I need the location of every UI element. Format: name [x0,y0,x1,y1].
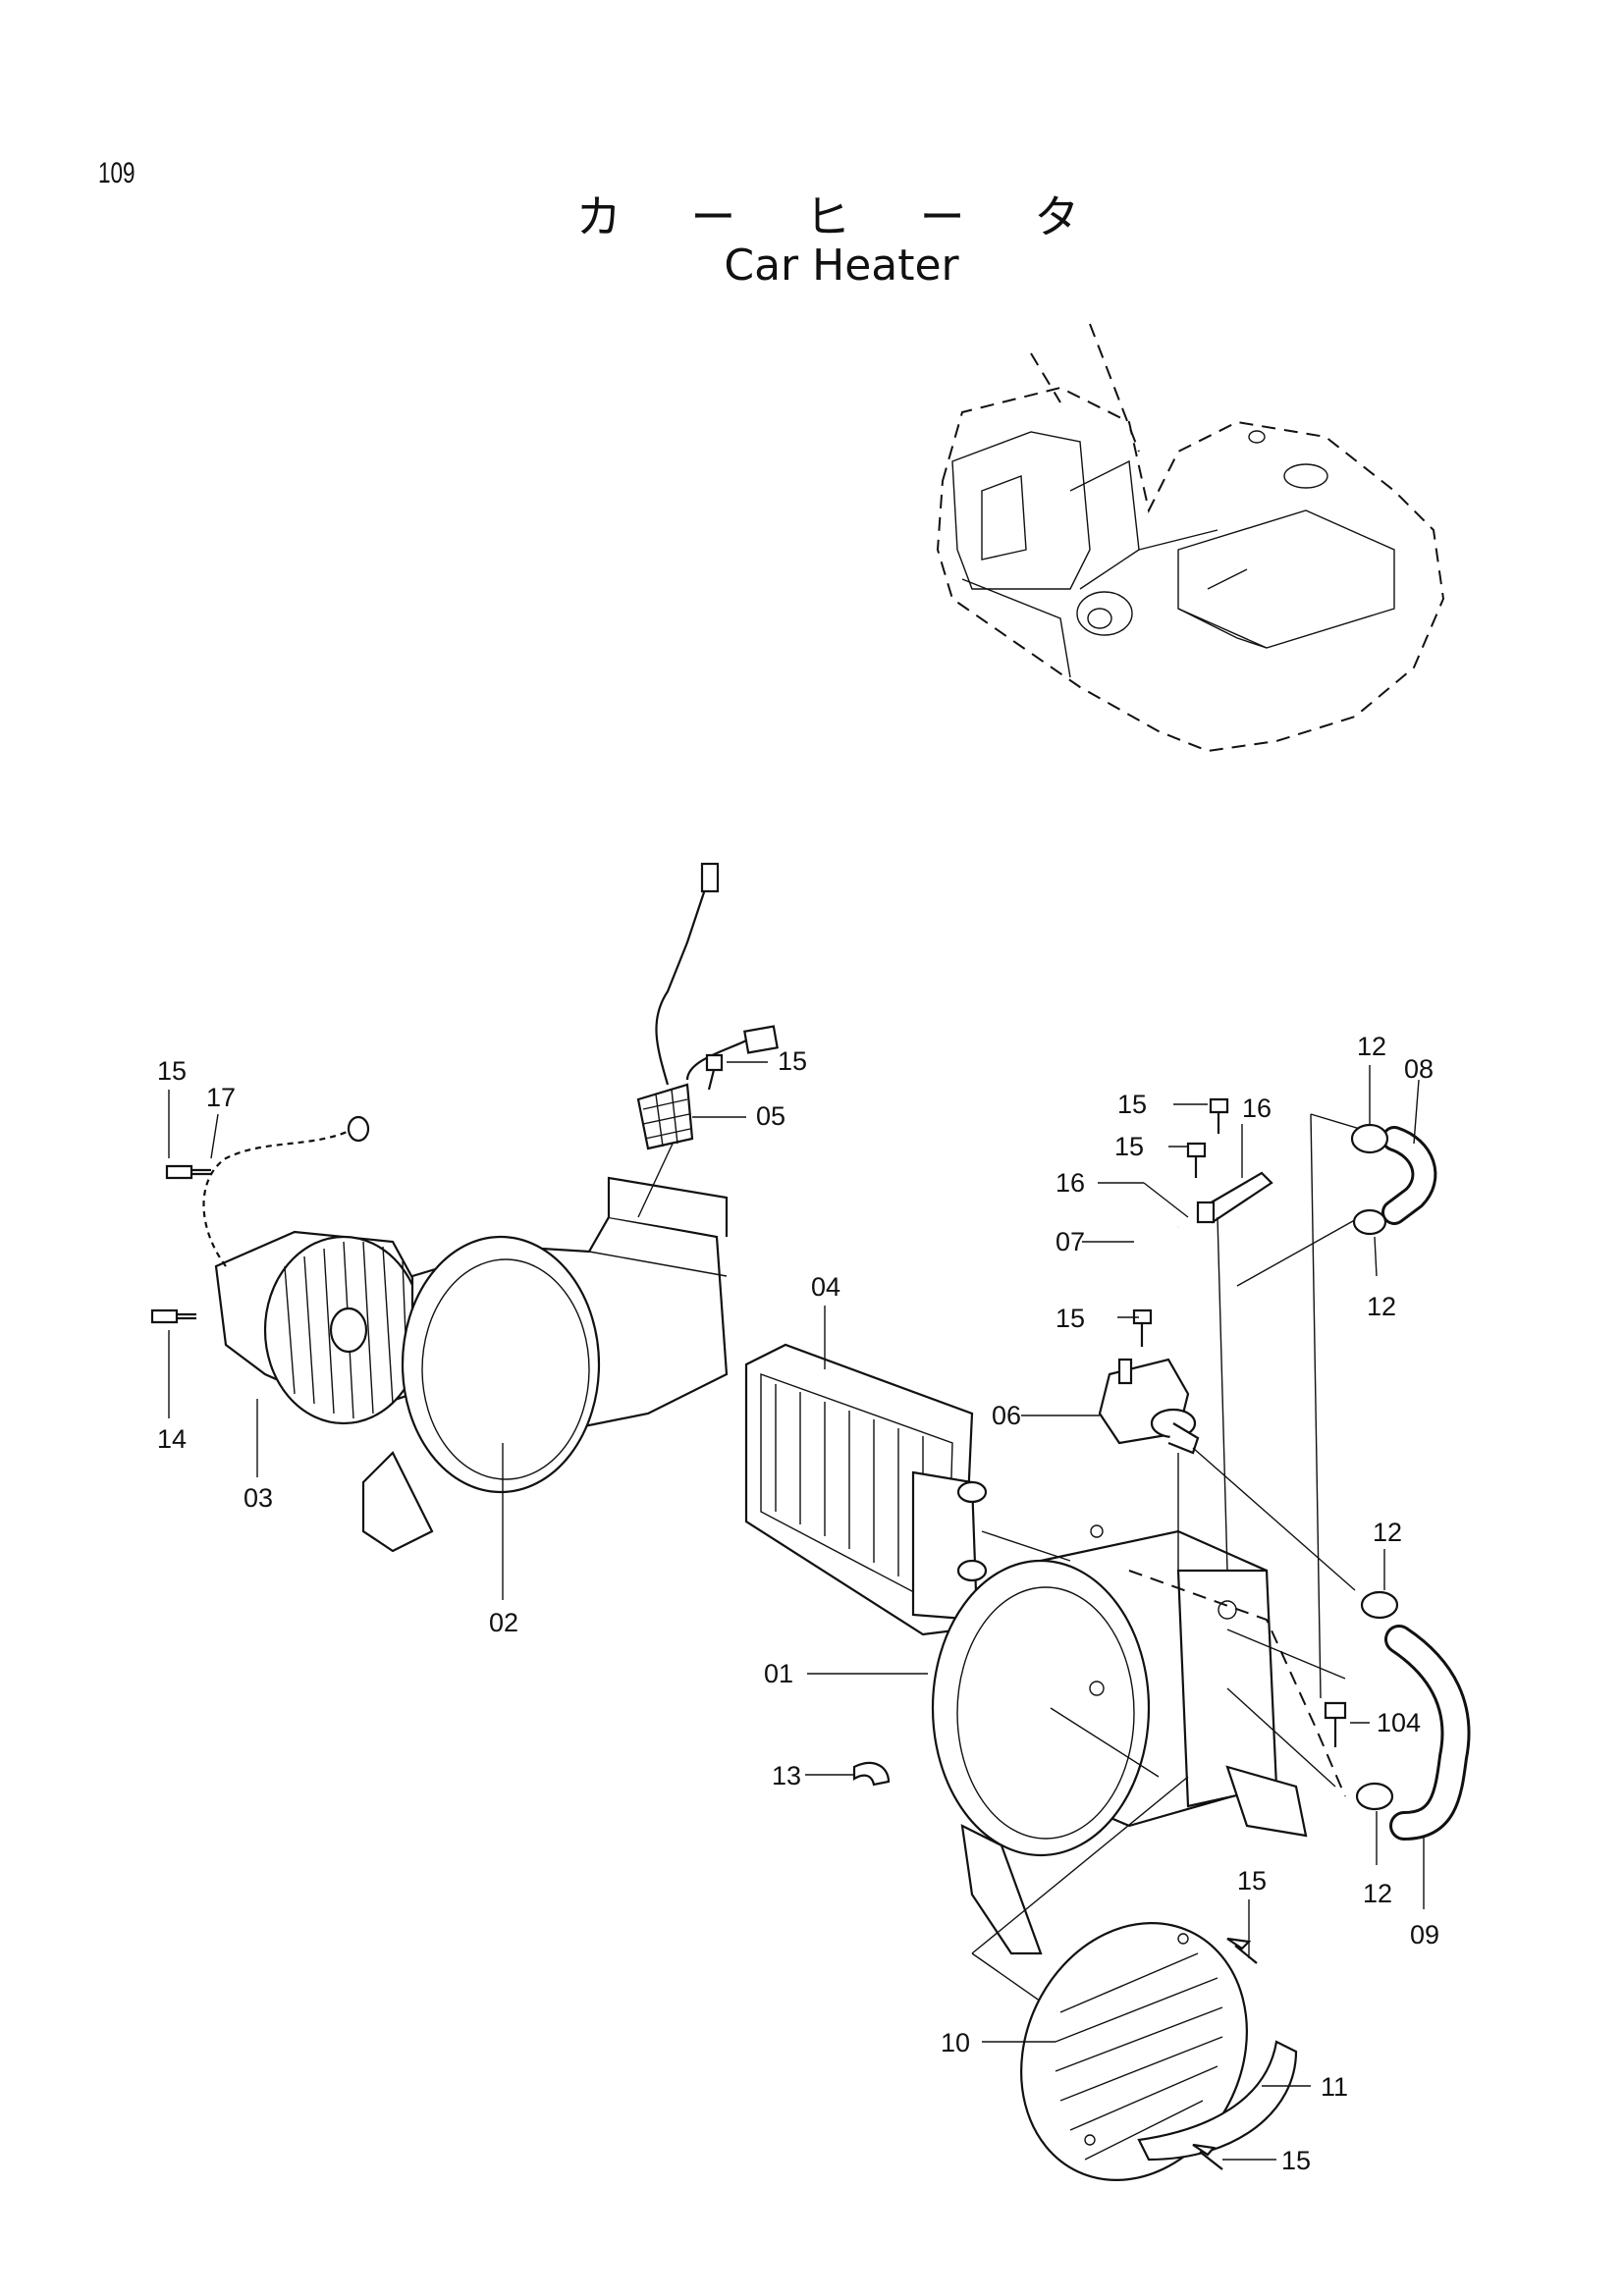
callout-16: 16 [1056,1168,1085,1198]
callout-03: 03 [244,1483,273,1513]
grille-10 [1020,1922,1248,2181]
heater-core-04 [744,1343,988,1636]
resistor-harness-05 [636,862,779,1218]
blower-housing-02 [361,1176,729,1553]
callout-10: 10 [941,2028,970,2057]
callout-15: 15 [157,1056,187,1086]
callout-12: 12 [1357,1032,1386,1061]
machine-overview-illustration [936,323,1445,753]
hose-09 [1384,1625,1471,1841]
callout-12: 12 [1367,1292,1396,1321]
callout-15: 15 [1114,1132,1144,1161]
connection-lines [971,1530,1346,2023]
callout-leaders [168,1061,1425,2161]
callout-11: 11 [1321,2072,1348,2102]
callout-15: 15 [1281,2146,1311,2175]
callout-13: 13 [772,1761,801,1790]
callout-12: 12 [1363,1879,1392,1908]
callout-07: 07 [1056,1227,1085,1256]
title-japanese: カ ー ヒ ー タ [575,190,1108,243]
callout-15: 15 [1056,1304,1085,1333]
screws [150,1053,1347,2170]
callout-12: 12 [1373,1518,1402,1547]
callout-04: 04 [811,1272,840,1302]
callout-02: 02 [489,1608,518,1637]
callout-08: 08 [1404,1054,1434,1084]
callout-14: 14 [157,1424,187,1454]
water-valve-06 [1098,1358,1356,1591]
callout-104: 104 [1377,1708,1421,1737]
callout-15: 15 [1117,1090,1147,1119]
callout-17: 17 [206,1083,236,1112]
blower-motor-03 [202,1115,424,1425]
hose-08 [1310,1113,1437,1699]
callout-labels: 15 17 14 03 05 15 02 04 01 13 15 16 16 1… [157,1032,1439,2175]
callout-06: 06 [992,1401,1021,1430]
callout-05: 05 [756,1101,785,1131]
callout-15: 15 [1237,1866,1267,1896]
callout-15: 15 [778,1046,807,1076]
title-english: Car Heater [724,240,959,291]
page-number: 109 [98,157,135,189]
pipe-07 [1143,1171,1361,1572]
callout-16: 16 [1242,1094,1272,1123]
callout-09: 09 [1410,1920,1439,1949]
hose-clamp-12 [1350,1123,1399,1811]
callout-01: 01 [764,1659,793,1688]
clip-13 [852,1761,891,1787]
